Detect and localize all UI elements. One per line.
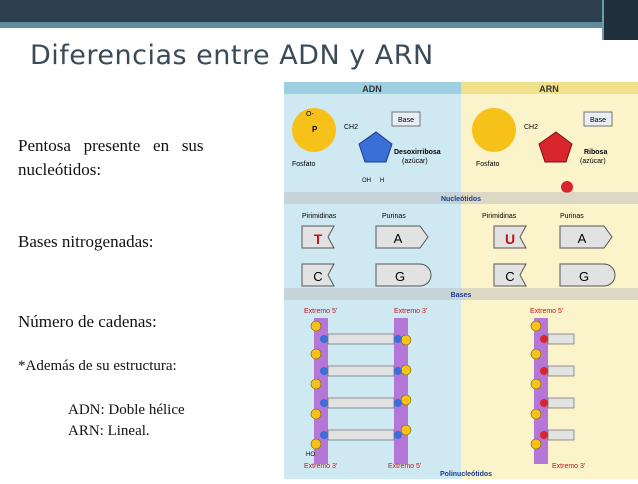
bases-bar	[284, 288, 638, 300]
pirimidinas-label-arn: Pirimidinas	[482, 213, 517, 220]
ribosa-ring	[538, 131, 573, 163]
extremo5-adn-top: Extremo 5'	[304, 308, 337, 315]
base-a-shape-arn	[559, 225, 613, 249]
base-c-shape-arn	[493, 263, 527, 287]
figure-svg: ADN ARN O- P CH2 Fosfato Base Desoxirrib…	[284, 82, 638, 479]
purinas-label-adn: Purinas	[382, 213, 406, 220]
ribosa-label: Ribosa	[584, 149, 607, 156]
arn-header: ARN	[539, 84, 559, 94]
base-box-adn	[391, 111, 421, 127]
extremo3-adn-bottom: Extremo 3'	[304, 463, 337, 470]
base-a-shape-adn	[375, 225, 429, 249]
base-c-adn: C	[313, 269, 322, 284]
base-u: U	[505, 231, 515, 247]
base-c-shape-adn	[301, 263, 335, 287]
extremo5-arn-top: Extremo 5'	[530, 308, 563, 315]
fosfato-label-adn: Fosfato	[292, 161, 315, 168]
cadenas-text: Número de cadenas:	[18, 312, 157, 331]
slide-title: Diferencias entre ADN y ARN	[30, 40, 434, 71]
base-u-shape	[493, 225, 527, 249]
oh-circle-arn	[561, 181, 573, 193]
base-label-arn: Base	[590, 117, 606, 124]
purinas-label-arn: Purinas	[560, 213, 584, 220]
nucleotidos-label: Nucleótidos	[441, 196, 481, 203]
arn-text: ARN: Lineal.	[68, 423, 150, 439]
sugar-dots	[320, 335, 548, 439]
nucleotidos-bar	[284, 192, 638, 204]
p-label: P	[312, 125, 318, 134]
fosfato-circle-adn	[292, 108, 336, 152]
pirimidinas-label-adn: Pirimidinas	[302, 213, 337, 220]
phosphate-dots	[310, 320, 542, 450]
fosfato-circle-arn	[472, 108, 516, 152]
base-t-shape	[301, 225, 335, 249]
ch2-label: CH2	[344, 124, 358, 131]
base-t: T	[314, 231, 323, 247]
base-g-adn: G	[395, 269, 405, 284]
fosfato-label-arn: Fosfato	[476, 161, 499, 168]
o-minus-label: O-	[306, 111, 314, 118]
azucar-label-adn: (azúcar)	[402, 158, 428, 165]
pentosa-text: Pentosa presente en sus nucleótidos:	[18, 136, 276, 180]
desoxirribosa-ring	[358, 131, 393, 163]
azucar-label-arn: (azúcar)	[580, 158, 606, 165]
ho-label: HO	[306, 452, 315, 458]
polinucleotidos-label: Polinucleótidos	[440, 471, 492, 478]
corner-line	[602, 0, 604, 40]
base-box-arn	[583, 111, 613, 127]
extremo5-adn-bottom: Extremo 5'	[388, 463, 421, 470]
adn-header: ADN	[362, 84, 382, 94]
oh-label-adn: OH	[362, 178, 371, 184]
corner-block	[602, 0, 638, 40]
base-g-arn: G	[579, 269, 589, 284]
base-label-adn: Base	[398, 117, 414, 124]
bases-text: Bases nitrogenadas:	[18, 232, 154, 251]
bases-bar-label: Bases	[451, 292, 472, 299]
adn-text: ADN: Doble hélice	[68, 402, 185, 418]
base-g-shape-arn	[559, 263, 616, 287]
top-bar-accent	[0, 22, 638, 28]
ch2-label-arn: CH2	[524, 124, 538, 131]
pentosa-line1: Pentosa presente en sus	[18, 136, 204, 155]
header-strip-arn	[461, 82, 638, 94]
dna-rna-figure: ADN ARN O- P CH2 Fosfato Base Desoxirrib…	[284, 82, 638, 479]
h-label-adn: H	[380, 178, 384, 184]
pentosa-line2: nucleótidos:	[18, 160, 102, 179]
top-bar	[0, 0, 638, 22]
base-c-arn: C	[505, 269, 514, 284]
extremo3-adn-top: Extremo 3'	[394, 308, 427, 315]
extremo3-arn-bottom: Extremo 3'	[552, 463, 585, 470]
base-g-shape-adn	[375, 263, 432, 287]
base-a-adn: A	[394, 231, 403, 246]
base-a-arn: A	[578, 231, 587, 246]
desoxirribosa-label: Desoxirribosa	[394, 149, 441, 156]
ademas-text: *Además de su estructura:	[18, 358, 177, 374]
